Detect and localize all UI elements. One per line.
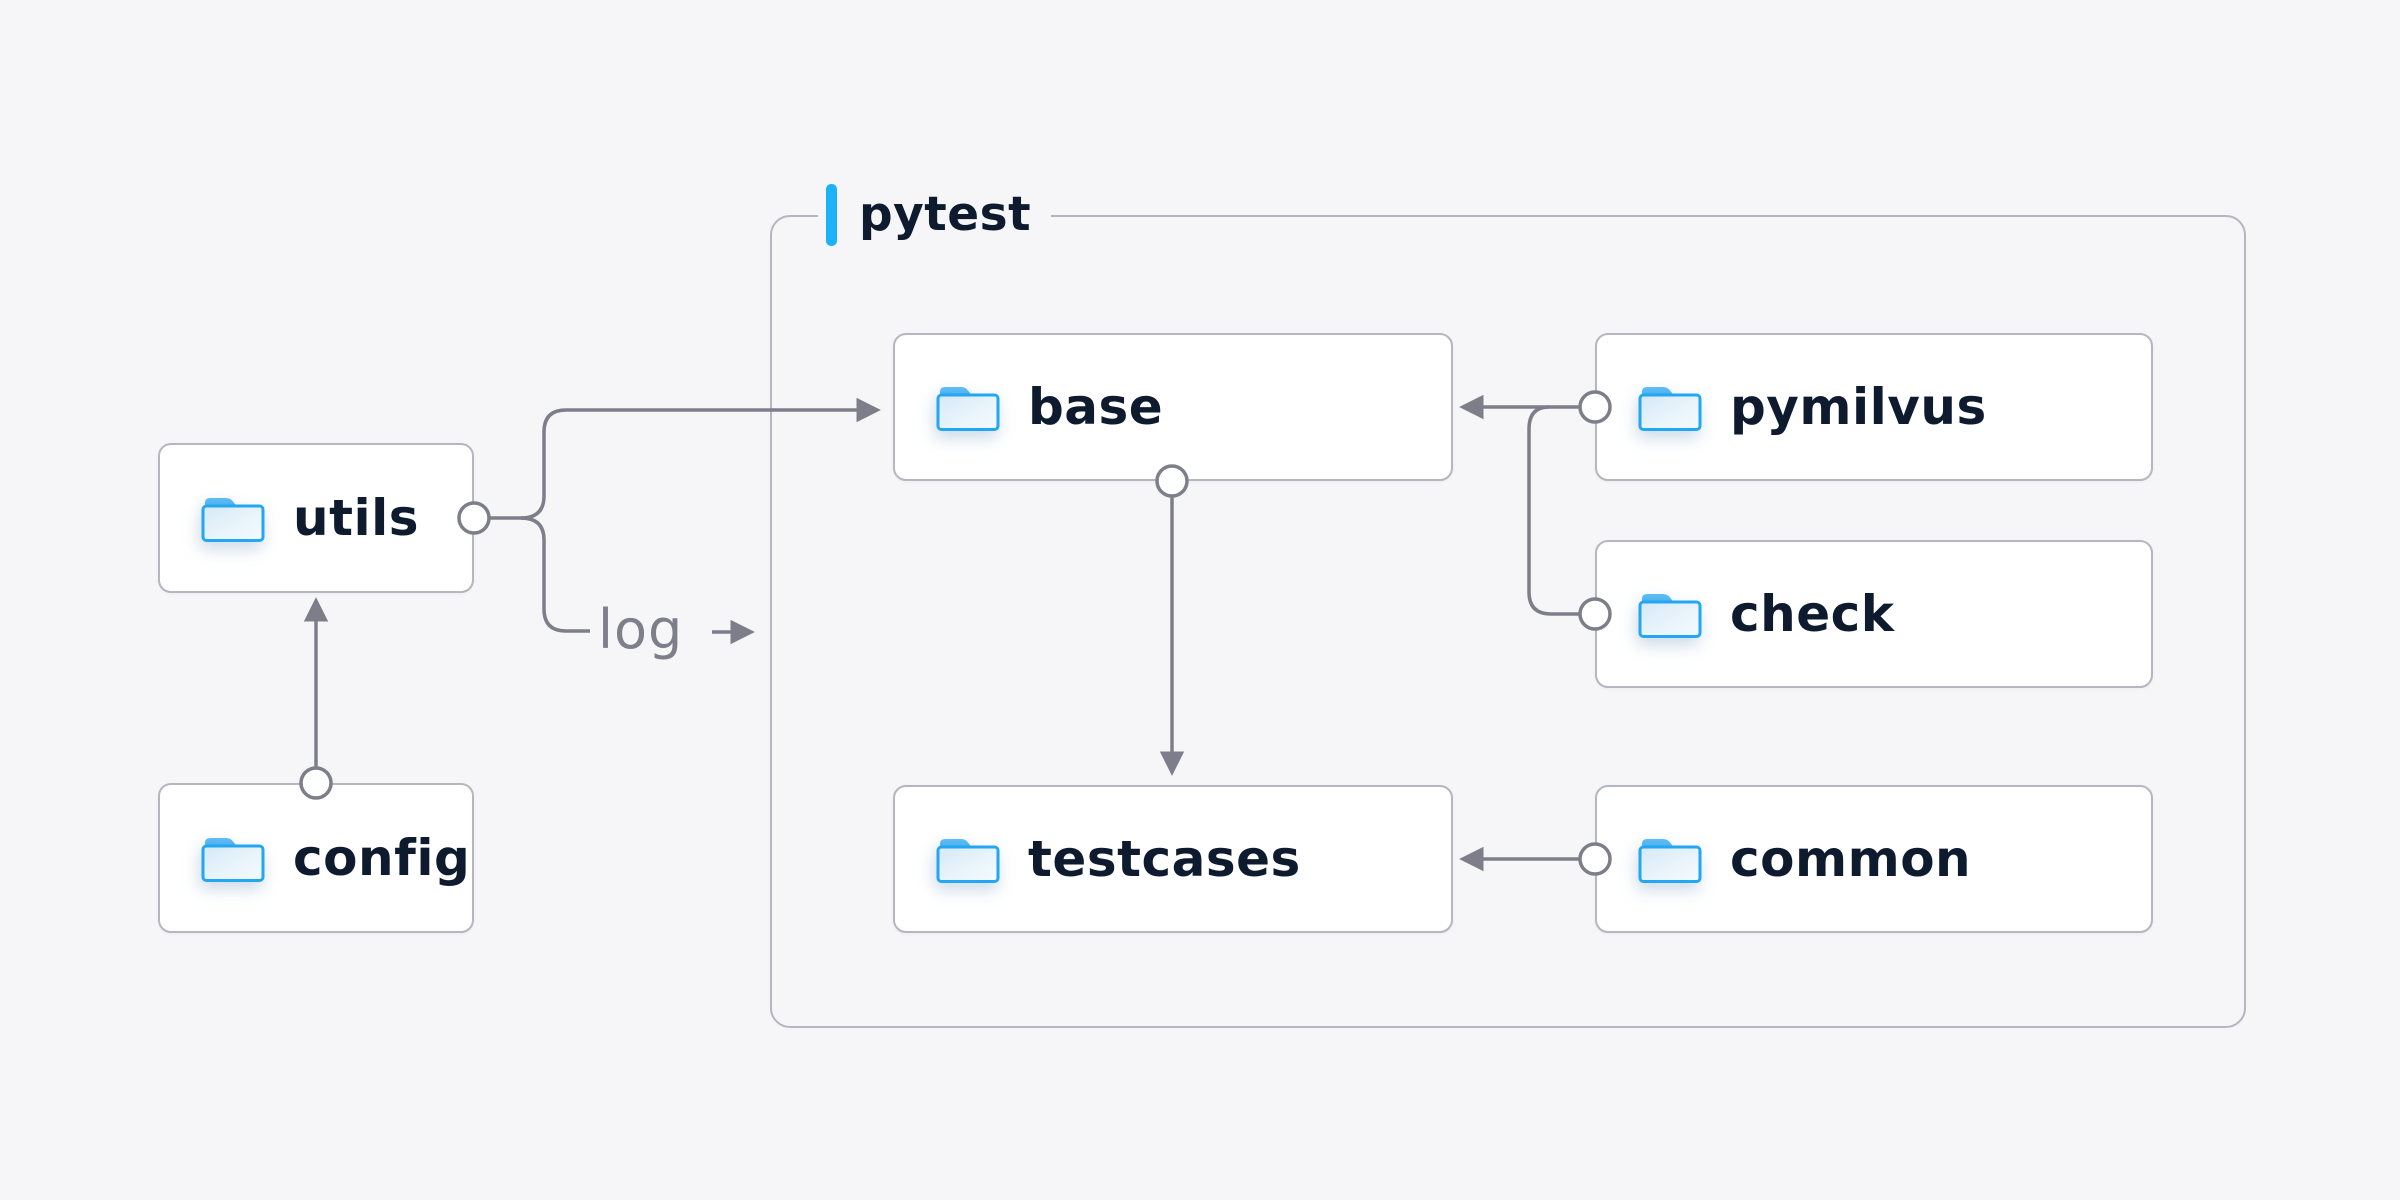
folder-icon [1637, 382, 1703, 432]
edge-utils-base [520, 397, 881, 520]
port-common-left [1578, 842, 1612, 876]
node-base: base [893, 333, 1453, 481]
folder-icon [1637, 834, 1703, 884]
folder-icon [935, 382, 1001, 432]
accent-bar-icon [826, 184, 837, 246]
node-label: common [1730, 830, 1972, 888]
edge-check-merge [1527, 405, 1580, 616]
node-testcases: testcases [893, 785, 1453, 933]
log-annotation: log [598, 598, 684, 661]
node-config: config [158, 783, 474, 933]
node-pymilvus: pymilvus [1595, 333, 2153, 481]
edge-utils-log [520, 516, 590, 633]
node-label: testcases [1028, 830, 1301, 888]
port-utils-right [457, 501, 491, 535]
port-config-top [299, 766, 333, 800]
node-check: check [1595, 540, 2153, 688]
folder-icon [935, 834, 1001, 884]
port-pymilvus-left [1578, 390, 1612, 424]
port-base-bottom [1155, 464, 1189, 498]
group-pytest-border [770, 215, 2246, 1028]
node-label: base [1028, 378, 1164, 436]
node-label: utils [293, 489, 420, 547]
group-title: pytest [859, 187, 1032, 242]
node-label: pymilvus [1730, 378, 1987, 436]
node-label: check [1730, 585, 1895, 643]
node-label: config [293, 829, 471, 887]
folder-icon [200, 833, 266, 883]
folder-icon [200, 493, 266, 543]
node-utils: utils [158, 443, 474, 593]
folder-icon [1637, 589, 1703, 639]
port-check-left [1578, 597, 1612, 631]
group-pytest-label: pytest [818, 183, 1052, 247]
